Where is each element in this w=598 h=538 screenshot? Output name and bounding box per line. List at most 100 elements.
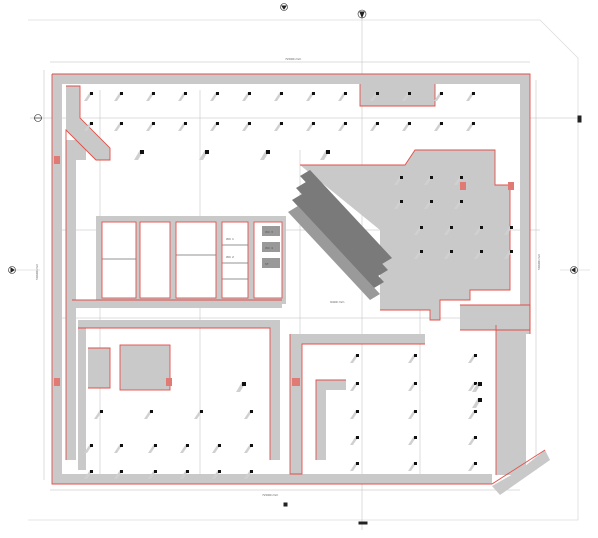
structural-column bbox=[474, 354, 477, 357]
structural-column bbox=[472, 92, 475, 95]
structural-column bbox=[474, 462, 477, 465]
room-tag-wc3: WC 3 bbox=[265, 230, 273, 234]
structural-column bbox=[280, 122, 283, 125]
dim-top: 72000 mm bbox=[285, 57, 301, 61]
structural-column bbox=[344, 92, 347, 95]
structural-column bbox=[184, 92, 187, 95]
dim-bottom: 72000 mm bbox=[262, 493, 278, 497]
structural-column bbox=[376, 92, 379, 95]
structural-column bbox=[120, 444, 123, 447]
room-tag-wc1: WC 1 bbox=[226, 237, 234, 241]
structural-column bbox=[414, 354, 417, 357]
structural-column bbox=[186, 444, 189, 447]
structural-column bbox=[200, 410, 203, 413]
structural-column bbox=[450, 226, 453, 229]
structural-column bbox=[356, 436, 359, 439]
structural-column bbox=[344, 122, 347, 125]
dim-left: 59600 mm bbox=[35, 264, 39, 280]
structural-column bbox=[414, 436, 417, 439]
structural-column bbox=[90, 122, 93, 125]
east-arrow-icon bbox=[570, 266, 578, 274]
structural-column bbox=[250, 410, 253, 413]
column-grid bbox=[84, 92, 513, 479]
structural-column bbox=[266, 150, 270, 154]
structural-column bbox=[414, 462, 417, 465]
structural-column bbox=[414, 382, 417, 385]
structural-column bbox=[326, 150, 330, 154]
structural-column bbox=[400, 200, 403, 203]
structural-column bbox=[450, 250, 453, 253]
north-arrow-icon bbox=[357, 9, 367, 19]
north-arrow-icon bbox=[280, 3, 288, 11]
room-tag-st: ST bbox=[265, 262, 269, 266]
structural-column bbox=[356, 410, 359, 413]
structural-column bbox=[154, 470, 157, 473]
structural-column bbox=[472, 122, 475, 125]
structural-column bbox=[280, 92, 283, 95]
structural-column bbox=[312, 92, 315, 95]
structural-column bbox=[356, 462, 359, 465]
structural-column bbox=[440, 122, 443, 125]
structural-column bbox=[120, 122, 123, 125]
structural-column bbox=[474, 382, 477, 385]
structural-column bbox=[90, 470, 93, 473]
structural-column bbox=[205, 150, 209, 154]
structural-column bbox=[154, 444, 157, 447]
dim-right: 59600 mm bbox=[537, 254, 541, 270]
west-arrow-icon bbox=[8, 266, 16, 274]
structural-column bbox=[510, 250, 513, 253]
structural-column bbox=[140, 150, 144, 154]
structural-column bbox=[376, 122, 379, 125]
structural-column bbox=[152, 92, 155, 95]
structural-column bbox=[420, 226, 423, 229]
dim-core: 9400 mm bbox=[330, 300, 345, 304]
structural-column bbox=[100, 410, 103, 413]
structural-column bbox=[184, 122, 187, 125]
structural-column bbox=[460, 176, 463, 179]
structural-column bbox=[430, 176, 433, 179]
south-arrow-icon bbox=[283, 115, 582, 525]
structural-column bbox=[400, 176, 403, 179]
structural-column bbox=[356, 382, 359, 385]
structural-column bbox=[242, 382, 246, 386]
structural-column bbox=[478, 382, 482, 386]
structural-column bbox=[474, 410, 477, 413]
structural-column bbox=[474, 436, 477, 439]
room-tag-wc4: WC 4 bbox=[265, 246, 273, 250]
structural-column bbox=[216, 92, 219, 95]
structural-column bbox=[480, 250, 483, 253]
structural-column bbox=[312, 122, 315, 125]
toilet-core: WC 1 WC 2 WC 3 WC 4 ST bbox=[96, 216, 286, 304]
structural-column bbox=[460, 200, 463, 203]
room-tag-wc2: WC 2 bbox=[226, 255, 234, 259]
structural-column bbox=[216, 122, 219, 125]
elevation-marker-icon bbox=[34, 114, 42, 122]
structural-column bbox=[408, 92, 411, 95]
structural-column bbox=[478, 398, 482, 402]
structural-column bbox=[250, 470, 253, 473]
structural-column bbox=[218, 444, 221, 447]
structural-column bbox=[248, 92, 251, 95]
structural-column bbox=[90, 92, 93, 95]
structural-column bbox=[248, 122, 251, 125]
structural-column bbox=[120, 92, 123, 95]
structural-column bbox=[120, 470, 123, 473]
section-markers bbox=[8, 3, 582, 525]
structural-column bbox=[90, 444, 93, 447]
structural-column bbox=[430, 200, 433, 203]
stair-ramp bbox=[288, 170, 392, 300]
structural-nodes bbox=[54, 156, 514, 386]
structural-column bbox=[186, 470, 189, 473]
structural-column bbox=[150, 410, 153, 413]
structural-column bbox=[408, 122, 411, 125]
structural-column bbox=[250, 444, 253, 447]
structural-column bbox=[480, 226, 483, 229]
structural-column bbox=[356, 354, 359, 357]
structural-column bbox=[440, 92, 443, 95]
structural-column bbox=[510, 226, 513, 229]
wall-edges bbox=[51, 73, 546, 485]
structural-column bbox=[152, 122, 155, 125]
structural-column bbox=[414, 410, 417, 413]
structural-column bbox=[420, 250, 423, 253]
